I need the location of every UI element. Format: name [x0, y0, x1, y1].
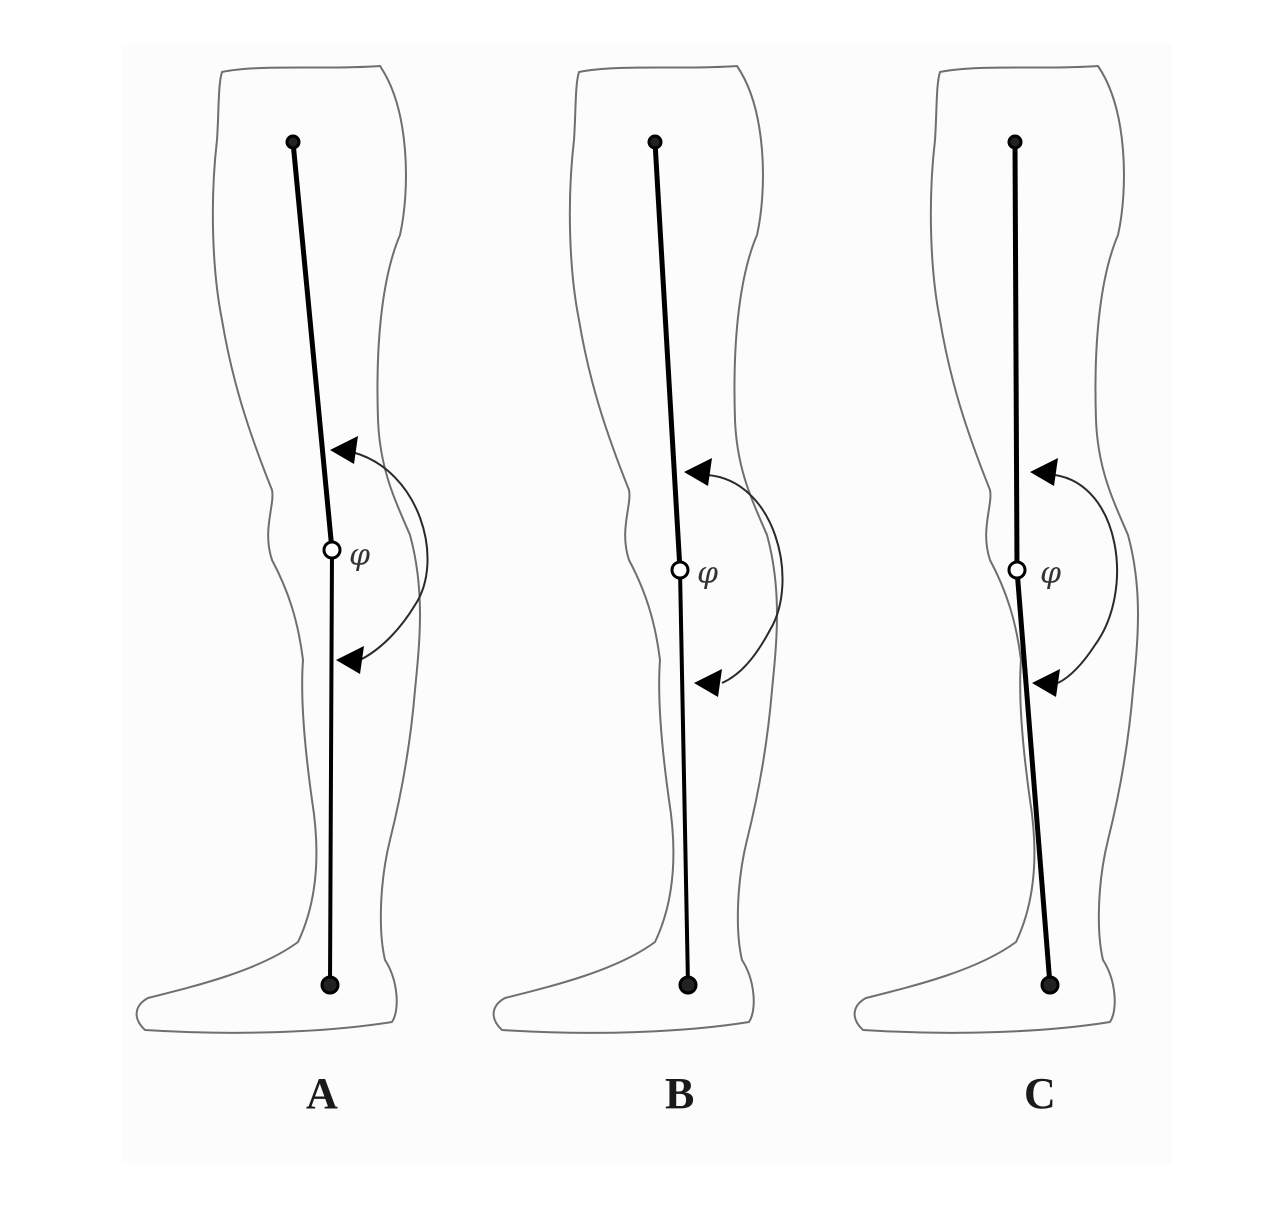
angle-arc-b — [706, 474, 784, 684]
panel-label-a: A — [306, 1069, 338, 1118]
ankle-joint-b — [678, 975, 698, 995]
panel-label-c: C — [1024, 1069, 1056, 1118]
angle-symbol-c: φ — [1040, 556, 1061, 591]
hip-joint-c — [1007, 134, 1023, 150]
lower-arrowhead-a — [336, 646, 364, 674]
leg-outline-c — [853, 65, 1139, 1034]
upper-arrowhead-c — [1030, 458, 1058, 486]
angle-arc-c — [1054, 474, 1119, 684]
leg-outline-a — [135, 65, 421, 1034]
upper-arrowhead-b — [684, 458, 712, 486]
lower-arrowhead-b — [694, 669, 722, 697]
leg-outline-b — [492, 65, 778, 1034]
upper-arrowhead-a — [330, 436, 358, 464]
thigh-axis-c — [1012, 139, 1020, 573]
panel-label-b: B — [665, 1069, 694, 1118]
ankle-joint-c — [1040, 975, 1060, 995]
shank-axis-a — [328, 548, 334, 987]
angle-arc-a — [351, 451, 429, 661]
thigh-axis-a — [290, 139, 335, 553]
lower-arrowhead-c — [1032, 669, 1060, 697]
hip-joint-a — [285, 134, 301, 150]
panel-b: φ B — [492, 65, 784, 1118]
ankle-joint-a — [320, 975, 340, 995]
thigh-axis-b — [652, 139, 683, 573]
knee-joint-c — [1007, 560, 1027, 580]
panel-c: φ C — [853, 65, 1139, 1118]
shank-axis-b — [678, 568, 690, 987]
knee-joint-b — [670, 560, 690, 580]
angle-symbol-b: φ — [697, 556, 718, 591]
panel-a: φ A — [135, 65, 429, 1118]
angle-symbol-a: φ — [349, 538, 370, 573]
hip-joint-b — [647, 134, 663, 150]
shank-axis-c — [1014, 567, 1053, 988]
knee-joint-a — [322, 540, 342, 560]
